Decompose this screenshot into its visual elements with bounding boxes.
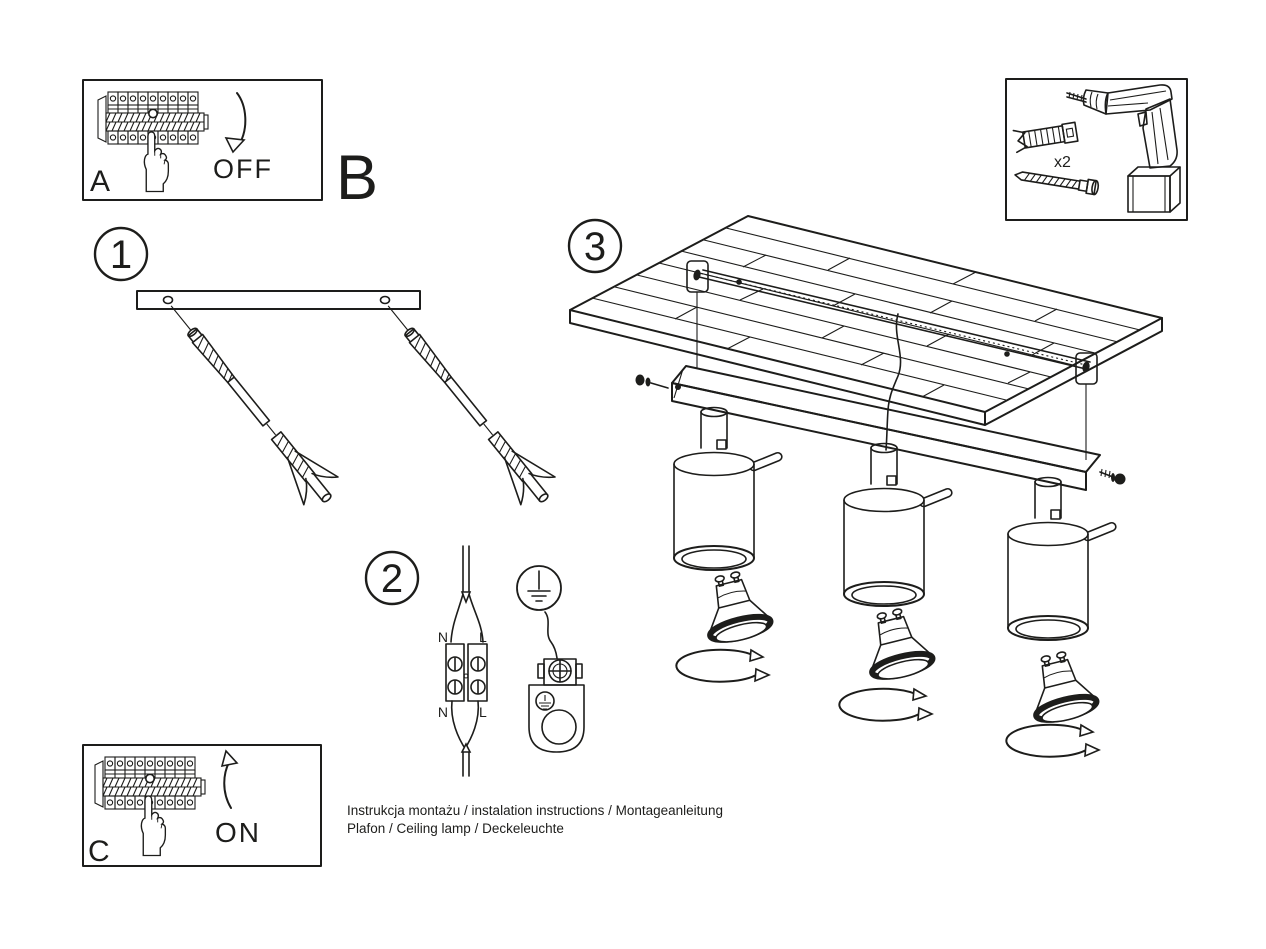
supply-cable-top bbox=[450, 545, 484, 643]
rotation-arrow-icon bbox=[675, 648, 770, 683]
spotlight-head bbox=[673, 406, 785, 571]
ground-symbol-icon bbox=[516, 565, 562, 611]
arrow-down-icon bbox=[224, 92, 247, 154]
wire-label-bottom-neutral: N bbox=[438, 704, 448, 720]
drill-icon bbox=[1066, 84, 1181, 213]
gu10-bulb-icon bbox=[859, 604, 935, 684]
section-label: B bbox=[336, 143, 378, 213]
power-on-box-border bbox=[82, 744, 322, 867]
arrow-up-icon bbox=[220, 749, 239, 809]
bracket-hole bbox=[379, 295, 391, 305]
rotation-arrow-icon bbox=[1005, 723, 1100, 758]
step-1-badge: 1 bbox=[93, 226, 149, 282]
caption-line-1: Instrukcja montażu / instalation instruc… bbox=[347, 803, 723, 818]
screw-anchor-icon bbox=[370, 291, 564, 515]
box-label: C bbox=[88, 835, 110, 868]
step-3: 3 bbox=[567, 215, 1163, 758]
switch-state-label: ON bbox=[215, 817, 261, 848]
terminal-block bbox=[445, 643, 488, 702]
tools-box-border bbox=[1005, 78, 1188, 221]
mounting-rail bbox=[698, 269, 1091, 370]
power-on-box: ON C bbox=[82, 744, 322, 868]
screw-icon bbox=[1014, 171, 1100, 196]
bracket-hole bbox=[162, 295, 174, 305]
ground-wire bbox=[544, 611, 558, 659]
step-3-badge: 3 bbox=[567, 218, 623, 274]
wire-label-top-live: L bbox=[479, 629, 487, 645]
tools-box: x2 bbox=[1005, 78, 1188, 221]
power-off-box: OFF A bbox=[82, 79, 323, 201]
lamp-rail bbox=[635, 365, 1126, 491]
power-off-box-border bbox=[82, 79, 323, 201]
wire-label-top-neutral: N bbox=[438, 629, 448, 645]
rotation-arrow-icon bbox=[838, 687, 933, 722]
wall-plug-icon bbox=[1012, 121, 1079, 154]
footer-captions: Instrukcja montażu / instalation instruc… bbox=[347, 803, 723, 836]
mounting-bracket-bar bbox=[136, 290, 421, 310]
wire-label-bottom-live: L bbox=[479, 704, 487, 720]
caption-line-2: Plafon / Ceiling lamp / Deckeleuchte bbox=[347, 821, 564, 836]
spotlight-head bbox=[1007, 476, 1119, 641]
ceiling-panel bbox=[569, 215, 1163, 426]
hand-press-icon bbox=[143, 131, 170, 193]
supply-cable-bottom bbox=[450, 700, 480, 777]
switch-state-label: OFF bbox=[213, 154, 273, 184]
quantity-label: x2 bbox=[1054, 154, 1071, 171]
screw-anchor-icon bbox=[153, 291, 347, 515]
step-2: 2 N L N L bbox=[364, 545, 585, 777]
ground-clamp-icon bbox=[528, 658, 585, 753]
step-2-badge: 2 bbox=[364, 550, 420, 606]
gu10-bulb-icon bbox=[1023, 647, 1099, 727]
step-1: 1 bbox=[93, 226, 564, 515]
gu10-bulb-icon bbox=[697, 567, 773, 647]
hanging-bracket-left bbox=[686, 260, 709, 368]
step-number: 1 bbox=[110, 233, 132, 277]
step-number: 2 bbox=[381, 557, 403, 601]
step-number: 3 bbox=[584, 225, 606, 269]
spotlight-head bbox=[843, 442, 955, 607]
hanging-bracket-right bbox=[1075, 352, 1098, 460]
box-label: A bbox=[90, 165, 110, 198]
